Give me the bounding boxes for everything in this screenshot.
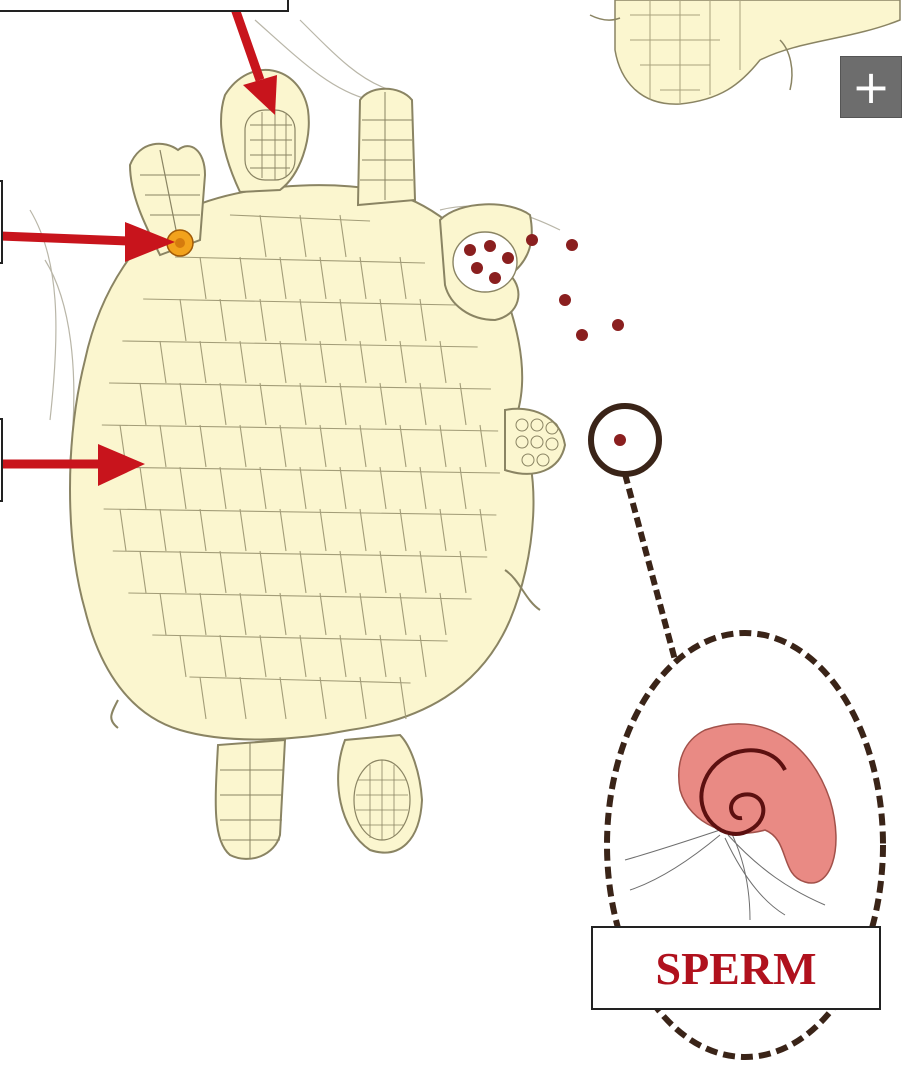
- label-box-middle: [0, 180, 3, 264]
- sperm-dot: [471, 262, 483, 274]
- archegonium-neck-top: [358, 89, 415, 205]
- sperm-dot: [484, 240, 496, 252]
- plus-icon: +: [852, 64, 891, 110]
- sperm-dot: [526, 234, 538, 246]
- label-box-top: [0, 0, 289, 12]
- label-box-lower: [0, 418, 3, 502]
- antheridium-right: [440, 204, 532, 320]
- sperm-dot: [559, 294, 571, 306]
- sperm-label: SPERM: [591, 926, 881, 1010]
- rhizoid-left: [111, 700, 118, 728]
- magnify-connector: [625, 474, 675, 660]
- sperm-dot: [576, 329, 588, 341]
- sperm-dot: [489, 272, 501, 284]
- archegonium-bottom-left: [216, 740, 285, 859]
- sperm-label-text: SPERM: [656, 942, 817, 995]
- sperm-dot: [612, 319, 624, 331]
- sperm-dot: [464, 244, 476, 256]
- sperm-enlarged: [625, 724, 836, 920]
- sperm-dot: [502, 252, 514, 264]
- antheridium-side: [505, 409, 565, 474]
- zoom-in-button[interactable]: +: [840, 56, 902, 118]
- sperm-dot: [566, 239, 578, 251]
- sperm-dot: [614, 434, 626, 446]
- antheridium-bottom: [338, 735, 422, 853]
